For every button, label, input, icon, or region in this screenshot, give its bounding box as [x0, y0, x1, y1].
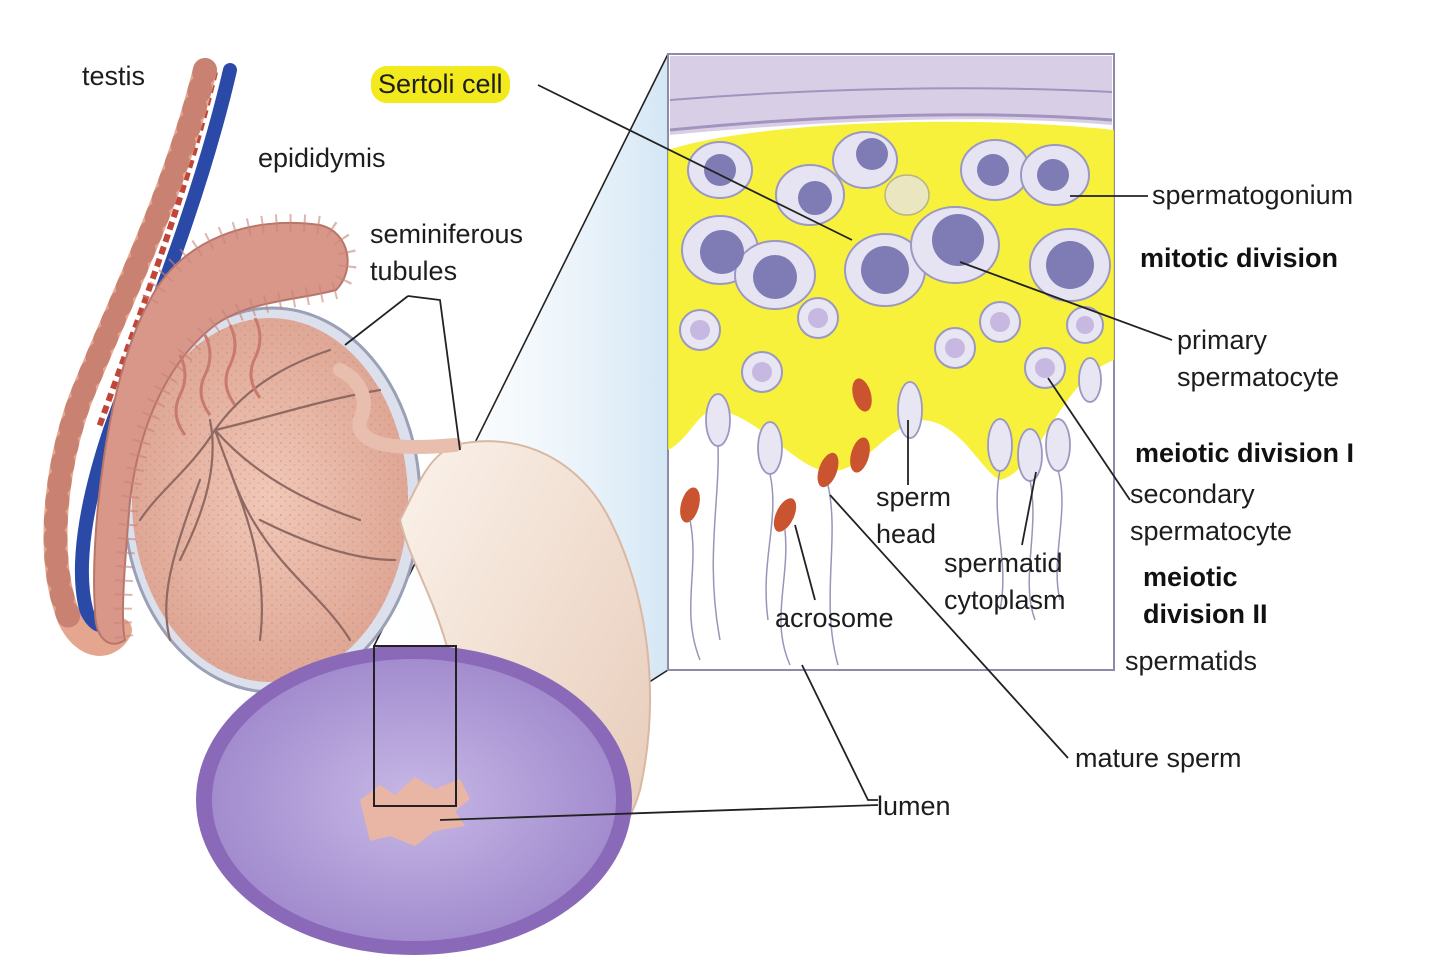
- label-sperm-head-line1: sperm: [876, 479, 951, 516]
- label-primary-line1: primary: [1177, 322, 1339, 359]
- label-primary-spermatocyte: primary spermatocyte: [1177, 322, 1339, 397]
- label-sertoli-cell: Sertoli cell: [371, 66, 510, 103]
- label-spermatid-cytoplasm: spermatid cytoplasm: [944, 545, 1066, 620]
- label-acrosome: acrosome: [775, 600, 894, 637]
- label-secondary-line1: secondary: [1130, 476, 1292, 513]
- label-sperm-head-line2: head: [876, 516, 951, 553]
- tubule-cross-section: [196, 645, 632, 955]
- label-cytoplasm-line1: spermatid: [944, 545, 1066, 582]
- label-mitotic-division: mitotic division: [1140, 240, 1338, 277]
- label-seminiferous-tubules: seminiferous tubules: [370, 216, 523, 291]
- label-meiotic2-line2: division II: [1143, 596, 1268, 633]
- label-secondary-spermatocyte: secondary spermatocyte: [1130, 476, 1292, 551]
- label-lumen: lumen: [877, 788, 951, 825]
- label-epididymis: epididymis: [258, 140, 386, 177]
- label-testis: testis: [82, 58, 145, 95]
- label-spermatids: spermatids: [1125, 643, 1257, 680]
- label-meiotic-division-2: meiotic division II: [1143, 559, 1268, 634]
- label-sperm-head: sperm head: [876, 479, 951, 554]
- label-mature-sperm: mature sperm: [1075, 740, 1242, 777]
- label-meiotic2-line1: meiotic: [1143, 559, 1268, 596]
- label-secondary-line2: spermatocyte: [1130, 513, 1292, 550]
- label-spermatogonium: spermatogonium: [1152, 177, 1353, 214]
- label-meiotic-division-1: meiotic division I: [1135, 435, 1354, 472]
- label-primary-line2: spermatocyte: [1177, 359, 1339, 396]
- label-cytoplasm-line2: cytoplasm: [944, 582, 1066, 619]
- label-seminiferous-line2: tubules: [370, 253, 523, 290]
- label-seminiferous-line1: seminiferous: [370, 216, 523, 253]
